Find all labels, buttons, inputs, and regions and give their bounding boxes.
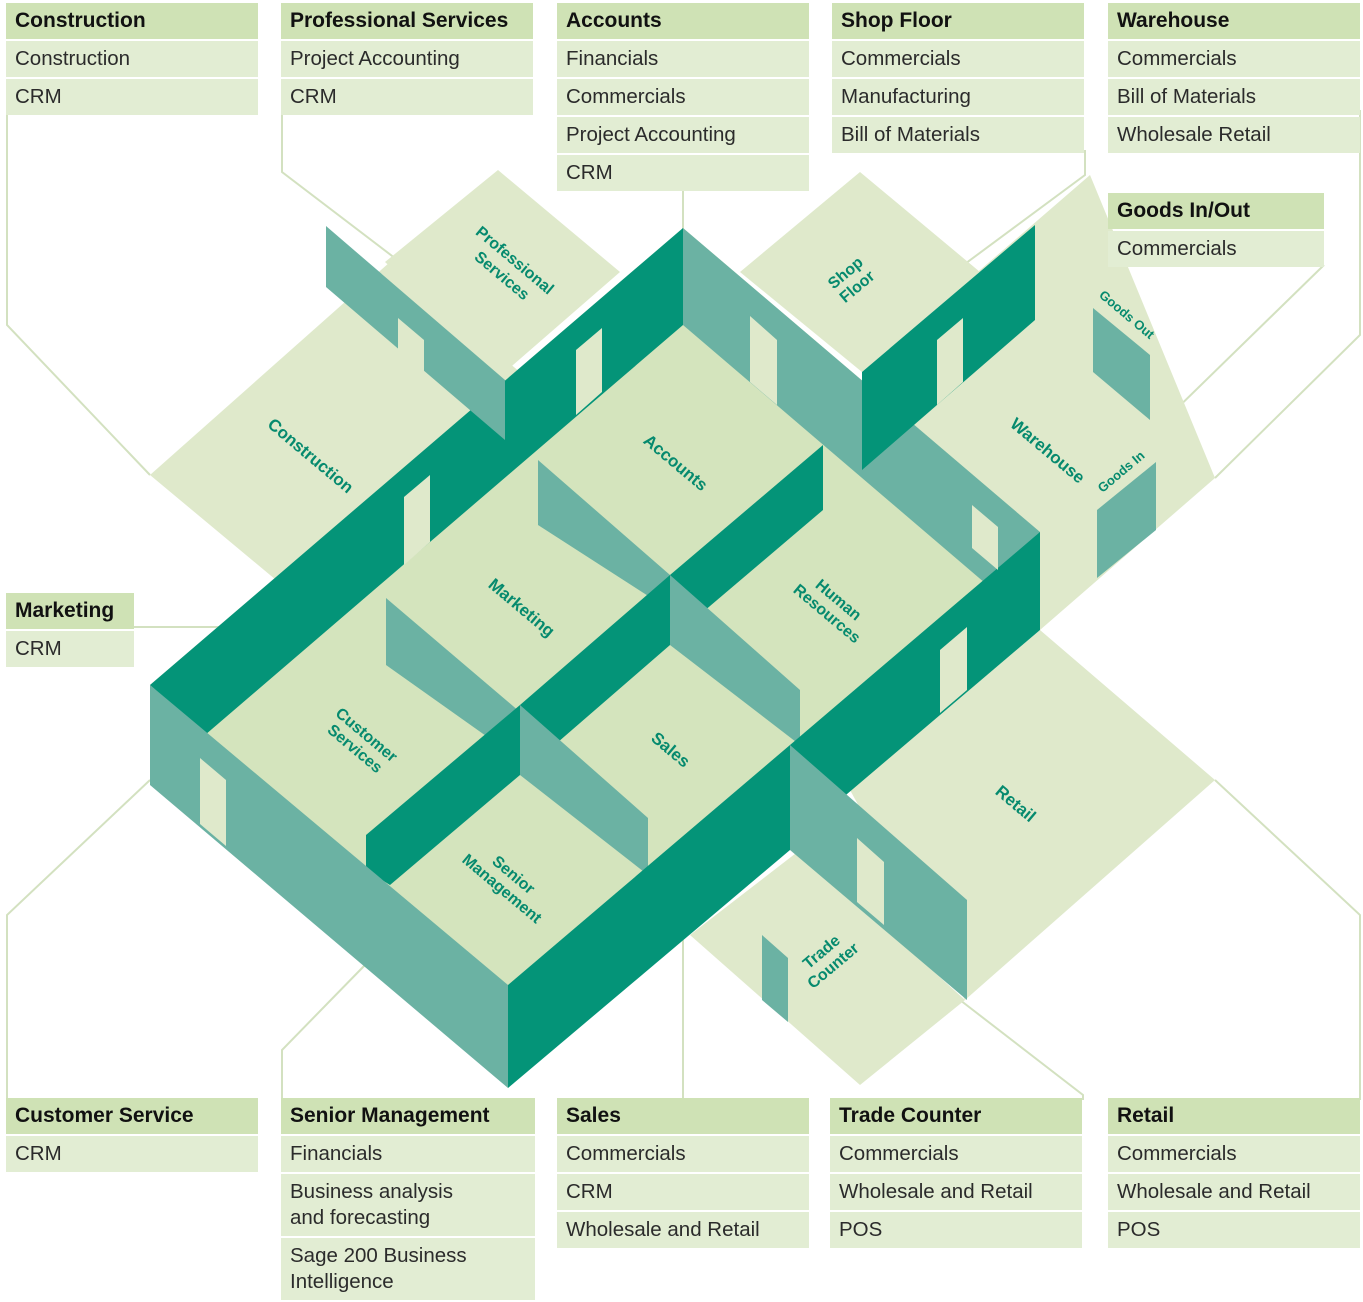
- connector-lines: [6, 110, 1361, 1100]
- dept-construction: Construction Construction CRM: [6, 3, 258, 117]
- dept-title: Retail: [1108, 1098, 1360, 1134]
- center-spine-dark: [520, 575, 670, 775]
- dept-item: Commercials: [830, 1136, 1082, 1172]
- dept-item: Wholesale and Retail: [1108, 1174, 1360, 1210]
- dept-item: Commercials: [1108, 41, 1360, 77]
- door-9: [937, 318, 963, 405]
- dept-item: Commercials: [832, 41, 1084, 77]
- dept-item: Commercials: [557, 1136, 809, 1172]
- dept-item: Financials: [281, 1136, 535, 1172]
- dept-item: Construction: [6, 41, 258, 77]
- dept-item: Wholesale and Retail: [557, 1212, 809, 1248]
- connector-warehouse: [1214, 110, 1361, 479]
- dept-item: Wholesale Retail: [1108, 117, 1360, 153]
- dept-item: Financials: [557, 41, 809, 77]
- door-1: [404, 475, 430, 565]
- sales-divider-light: [520, 705, 648, 875]
- connector-senior-management: [281, 964, 366, 1100]
- door-3: [750, 316, 777, 405]
- front-wall-right: [508, 745, 790, 1088]
- dept-title: Warehouse: [1108, 3, 1360, 39]
- retail-divider-dark: [790, 532, 1040, 800]
- connector-retail: [1214, 779, 1361, 1100]
- dept-title: Construction: [6, 3, 258, 39]
- customer-services-divider: [366, 705, 520, 885]
- connector-shop-floor: [949, 150, 1086, 276]
- dept-item: Project Accounting: [557, 117, 809, 153]
- trade-counter-wall: [762, 935, 788, 1022]
- dept-shop-floor: Shop Floor Commercials Manufacturing Bil…: [832, 3, 1084, 155]
- accounts-divider-light: [538, 460, 670, 610]
- dept-item: CRM: [6, 1136, 258, 1172]
- dept-item: CRM: [6, 79, 258, 115]
- dept-customer-service: Customer Service CRM: [6, 1098, 258, 1174]
- trade-counter-floor: [690, 850, 965, 1085]
- connector-goods-in-out: [1159, 264, 1325, 426]
- dept-sales: Sales Commercials CRM Wholesale and Reta…: [557, 1098, 809, 1250]
- dept-item: POS: [830, 1212, 1082, 1248]
- door-8: [398, 318, 424, 400]
- dept-trade-counter: Trade Counter Commercials Wholesale and …: [830, 1098, 1082, 1250]
- dept-item: POS: [1108, 1212, 1360, 1248]
- dept-item: Bill of Materials: [1108, 79, 1360, 115]
- dept-item: Wholesale and Retail: [830, 1174, 1082, 1210]
- hr-divider-light: [670, 575, 800, 745]
- connector-construction: [6, 110, 151, 476]
- connector-trade-counter: [959, 999, 1084, 1100]
- connector-customer-service: [6, 779, 151, 1100]
- back-wall-right: [683, 228, 1040, 630]
- dept-retail: Retail Commercials Wholesale and Retail …: [1108, 1098, 1360, 1250]
- connector-professional-services: [281, 110, 401, 263]
- dept-item: Commercials: [557, 79, 809, 115]
- dept-title: Senior Management: [281, 1098, 535, 1134]
- dept-senior-management: Senior Management Financials Business an…: [281, 1098, 535, 1302]
- goods-in-wall: [1097, 462, 1156, 578]
- goods-out-wall: [1093, 308, 1150, 420]
- dept-marketing: Marketing CRM: [6, 593, 134, 669]
- door-4: [972, 505, 998, 570]
- door-2: [576, 328, 602, 415]
- dept-professional-services: Professional Services Project Accounting…: [281, 3, 533, 117]
- marketing-divider: [386, 598, 520, 760]
- dept-title: Trade Counter: [830, 1098, 1082, 1134]
- dept-item: Sage 200 Business Intelligence: [281, 1238, 535, 1300]
- dept-title: Marketing: [6, 593, 134, 629]
- professional-services-floor: [385, 170, 620, 372]
- dept-item: CRM: [6, 631, 134, 667]
- accounts-divider-dark: [670, 445, 823, 640]
- dept-accounts: Accounts Financials Commercials Project …: [557, 3, 809, 193]
- dept-title: Goods In/Out: [1108, 193, 1324, 229]
- interior-walls: [366, 445, 1040, 1022]
- front-door: [200, 758, 226, 846]
- dept-title: Professional Services: [281, 3, 533, 39]
- door-7: [857, 838, 884, 925]
- front-wall-left: [150, 685, 508, 1088]
- dept-item: Commercials: [1108, 231, 1324, 267]
- dept-item: CRM: [557, 1174, 809, 1210]
- front-walls: [150, 685, 790, 1088]
- dept-item: Business analysis and forecasting: [281, 1174, 535, 1236]
- dept-item: CRM: [281, 79, 533, 115]
- dept-item: Manufacturing: [832, 79, 1084, 115]
- dept-title: Customer Service: [6, 1098, 258, 1134]
- dept-warehouse: Warehouse Commercials Bill of Materials …: [1108, 3, 1360, 155]
- dept-item: CRM: [557, 155, 809, 191]
- dept-item: Commercials: [1108, 1136, 1360, 1172]
- dept-goods-in-out: Goods In/Out Commercials: [1108, 193, 1324, 269]
- back-wall-left: [150, 228, 683, 735]
- dept-title: Shop Floor: [832, 3, 1084, 39]
- dept-item: Bill of Materials: [832, 117, 1084, 153]
- dept-title: Accounts: [557, 3, 809, 39]
- dept-item: Project Accounting: [281, 41, 533, 77]
- dept-title: Sales: [557, 1098, 809, 1134]
- construction-floor: [150, 262, 600, 650]
- door-5: [940, 627, 967, 713]
